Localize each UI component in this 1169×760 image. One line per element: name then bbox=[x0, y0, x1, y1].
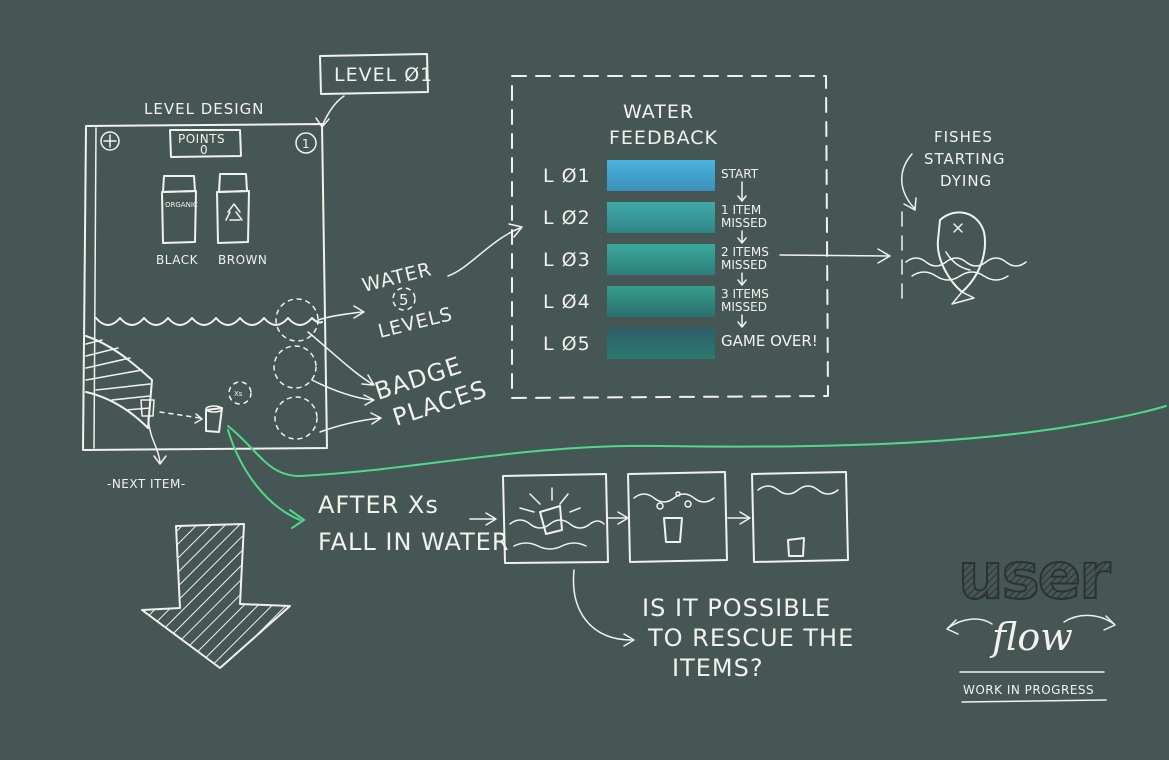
storyboard-frame-2 bbox=[627, 471, 728, 563]
storyboard-frame-3 bbox=[751, 471, 849, 563]
next-item-slot: -NEXT ITEM- bbox=[107, 399, 186, 491]
feedback-down-arrow bbox=[737, 181, 747, 202]
after-line1: AFTER Xs bbox=[318, 491, 439, 519]
fishes-line3: DYING bbox=[940, 172, 992, 190]
rescue-question: IS IT POSSIBLE TO RESCUE THE ITEMS? bbox=[572, 569, 854, 682]
points-value: 0 bbox=[200, 143, 208, 157]
water-feedback-title-2: FEEDBACK bbox=[609, 127, 718, 149]
water-color-swatch bbox=[607, 286, 715, 317]
water-color-swatch bbox=[607, 160, 715, 191]
svg-text:Xs: Xs bbox=[234, 390, 243, 398]
level-design-mockup: LEVEL DESIGN POINTS 0 1 ORGANIC BLACK bbox=[82, 100, 328, 491]
points-box: POINTS 0 bbox=[169, 129, 242, 158]
after-xs-note: AFTER Xs FALL IN WATER bbox=[318, 491, 510, 556]
question-line2: TO RESCUE THE bbox=[647, 624, 854, 652]
logo-word-flow: flow bbox=[989, 615, 1073, 659]
flow-line bbox=[227, 405, 1167, 478]
after-line2: FALL IN WATER bbox=[318, 528, 510, 556]
water-wave bbox=[95, 317, 323, 326]
logo-subtitle: WORK IN PROGRESS bbox=[963, 683, 1094, 697]
level-badge-label: LEVEL Ø1 bbox=[334, 64, 433, 86]
bin-brown-label: BROWN bbox=[218, 253, 267, 267]
feedback-status-line1: START bbox=[721, 167, 759, 181]
question-line1: IS IT POSSIBLE bbox=[642, 594, 831, 622]
feedback-down-arrow bbox=[737, 314, 747, 328]
feedback-status-line2: MISSED bbox=[721, 216, 767, 230]
feedback-level-label: L Ø3 bbox=[543, 249, 591, 271]
svg-text:1: 1 bbox=[302, 137, 310, 151]
question-line3: ITEMS? bbox=[672, 654, 764, 682]
storyboard-frame-1 bbox=[502, 473, 609, 564]
big-down-arrow bbox=[141, 523, 291, 669]
feedback-status-line1: 3 ITEMS bbox=[721, 287, 769, 301]
timer-icon: Xs bbox=[228, 381, 252, 405]
water-color-swatch bbox=[607, 244, 715, 275]
feedback-level-label: L Ø4 bbox=[543, 291, 591, 313]
feedback-status-line1: 1 ITEM bbox=[721, 203, 761, 217]
water-color-swatch bbox=[607, 328, 715, 359]
level-badge: LEVEL Ø1 bbox=[315, 53, 433, 128]
feedback-down-arrow bbox=[737, 272, 747, 286]
next-item-label: -NEXT ITEM- bbox=[107, 477, 186, 491]
water-levels-note: WATER 5 LEVELS bbox=[360, 223, 523, 343]
level-number-icon: 1 bbox=[295, 132, 317, 154]
water-color-swatch bbox=[607, 202, 715, 233]
points-label: POINTS bbox=[178, 132, 225, 146]
feedback-status-line1: 2 ITEMS bbox=[721, 245, 769, 259]
recycle-icon bbox=[225, 203, 243, 221]
add-icon bbox=[100, 131, 120, 151]
fishes-line1: FISHES bbox=[934, 128, 993, 146]
feedback-down-arrow bbox=[737, 230, 747, 244]
bin-black-text: ORGANIC bbox=[165, 201, 198, 209]
water-feedback-title-1: WATER bbox=[623, 101, 694, 123]
feedback-level-label: L Ø2 bbox=[543, 207, 591, 229]
fishes-line2: STARTING bbox=[924, 150, 1006, 168]
bin-black: ORGANIC BLACK bbox=[156, 175, 199, 267]
feedback-level-label: L Ø1 bbox=[543, 165, 591, 187]
bin-black-label: BLACK bbox=[156, 253, 199, 267]
water-levels-line1: WATER bbox=[360, 258, 434, 297]
feedback-level-label: L Ø5 bbox=[543, 333, 591, 355]
feedback-status-line2: MISSED bbox=[721, 258, 767, 272]
water-levels-count: 5 bbox=[399, 291, 410, 309]
feedback-status-line1: GAME OVER! bbox=[721, 332, 818, 350]
level-design-title: LEVEL DESIGN bbox=[144, 100, 265, 118]
fishes-dying-note: FISHES STARTING DYING bbox=[901, 128, 1027, 305]
falling-cup-icon bbox=[205, 405, 223, 433]
bin-brown: BROWN bbox=[216, 173, 267, 267]
user-flow-logo: user flow WORK IN PROGRESS bbox=[946, 539, 1116, 703]
feedback-status-line2: MISSED bbox=[721, 300, 767, 314]
dead-fish-icon bbox=[936, 211, 986, 305]
badge-places-note: BADGE PLACES bbox=[371, 351, 490, 431]
item-conveyor bbox=[85, 335, 153, 429]
logo-word-user: user bbox=[958, 540, 1111, 614]
water-levels-line2: LEVELS bbox=[376, 303, 455, 343]
